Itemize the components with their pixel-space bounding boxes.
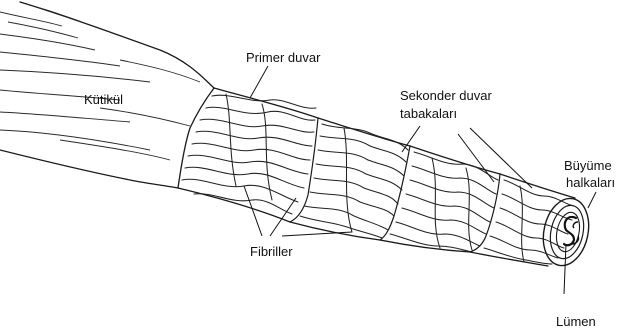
secondary-wall-layer-2 — [380, 146, 500, 252]
label-buyume-line1: Büyüme — [564, 158, 612, 173]
label-lumen: Lümen — [556, 314, 596, 329]
primary-wall-section — [178, 88, 318, 222]
label-sekonder-duvar-line2: tabakaları — [400, 106, 457, 121]
label-fibriller: Fibriller — [250, 244, 293, 259]
label-sekonder-duvar-line1: Sekonder duvar — [400, 88, 492, 103]
secondary-wall-layer-1 — [290, 118, 410, 240]
label-kutikul: Kütikül — [84, 92, 123, 107]
lumen-shape — [564, 217, 576, 245]
leader-primer-duvar — [250, 66, 268, 98]
labels: Kütikül Primer duvar Sekonder duvar taba… — [84, 50, 615, 329]
fiber-end-cross-section — [537, 194, 594, 270]
leader-sekonder-3 — [470, 128, 532, 188]
label-buyume-line2: halkaları — [566, 175, 615, 190]
leader-sekonder-2 — [458, 134, 494, 182]
leader-buyume — [588, 192, 596, 208]
label-primer-duvar: Primer duvar — [246, 50, 321, 65]
leader-fibriller-3 — [270, 198, 296, 236]
